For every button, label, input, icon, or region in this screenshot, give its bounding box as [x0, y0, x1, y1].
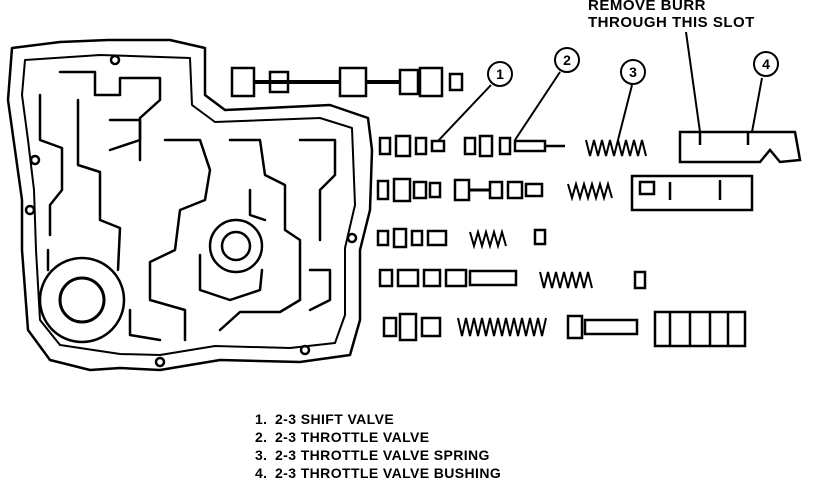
legend-text: 2-3 THROTTLE VALVE BUSHING — [275, 465, 502, 481]
svg-text:4: 4 — [762, 56, 770, 72]
throttle-spring-3 — [585, 139, 647, 157]
svg-text:1: 1 — [496, 66, 504, 82]
bushing-row2 — [630, 174, 754, 212]
spring-row4 — [539, 271, 593, 289]
sleeve-row5 — [653, 310, 747, 348]
legend-number: 1. — [255, 411, 268, 427]
passage — [76, 98, 122, 272]
valve-row3 — [376, 227, 448, 249]
legend-text: 2-3 THROTTLE VALVE — [275, 429, 430, 445]
callout-1: 1 — [487, 61, 513, 87]
parts-legend: 1. 2-3 SHIFT VALVE 2. 2-3 THROTTLE VALVE 3… — [255, 410, 501, 482]
legend-number: 2. — [255, 429, 268, 445]
note-through-slot: THROUGH THIS SLOT — [588, 14, 755, 31]
spring-row5 — [457, 317, 547, 337]
legend-number: 3. — [255, 447, 268, 463]
leader-4 — [751, 77, 763, 133]
passage — [218, 138, 302, 332]
passage — [198, 253, 264, 302]
legend-text: 2-3 SHIFT VALVE — [275, 411, 395, 427]
passage — [38, 93, 64, 237]
legend-text: 2-3 THROTTLE VALVE SPRING — [275, 447, 490, 463]
spring-row2 — [567, 180, 613, 202]
bushing-4 — [678, 130, 802, 164]
valve-top — [230, 66, 464, 98]
svg-text:3: 3 — [629, 64, 637, 80]
passage — [308, 268, 332, 312]
passage — [128, 308, 162, 342]
passage — [108, 118, 142, 152]
spring-row3 — [469, 228, 507, 250]
legend-item: 4. 2-3 THROTTLE VALVE BUSHING — [255, 464, 501, 482]
legend-number: 4. — [255, 465, 268, 481]
callout-2: 2 — [554, 47, 580, 73]
plug-row3 — [533, 228, 547, 246]
leader-note — [685, 31, 701, 133]
valve-row5 — [382, 312, 442, 342]
passage — [148, 138, 212, 342]
accumulator-bore — [38, 256, 126, 344]
plunger-row5 — [566, 314, 639, 340]
valve-body-inner-outline — [21, 54, 356, 356]
passage — [248, 188, 267, 222]
valve-body-outline — [6, 38, 374, 372]
leader-3 — [617, 84, 633, 141]
valve-row4 — [378, 268, 518, 288]
valve-row2 — [376, 177, 544, 203]
callout-4: 4 — [753, 51, 779, 77]
legend-item: 2. 2-3 THROTTLE VALVE — [255, 428, 501, 446]
svg-text:2: 2 — [563, 52, 571, 68]
leader-1 — [437, 84, 492, 142]
leader-2 — [514, 71, 561, 141]
callout-3: 3 — [620, 59, 646, 85]
plug-row4 — [633, 270, 647, 290]
legend-item: 1. 2-3 SHIFT VALVE — [255, 410, 501, 428]
center-bore — [208, 218, 264, 274]
legend-item: 3. 2-3 THROTTLE VALVE SPRING — [255, 446, 501, 464]
note-remove-burr: REMOVE BURR — [588, 0, 707, 14]
throttle-valve-2 — [463, 134, 565, 158]
passage — [58, 70, 162, 162]
shift-valve-1 — [378, 134, 446, 158]
passage — [298, 138, 337, 242]
